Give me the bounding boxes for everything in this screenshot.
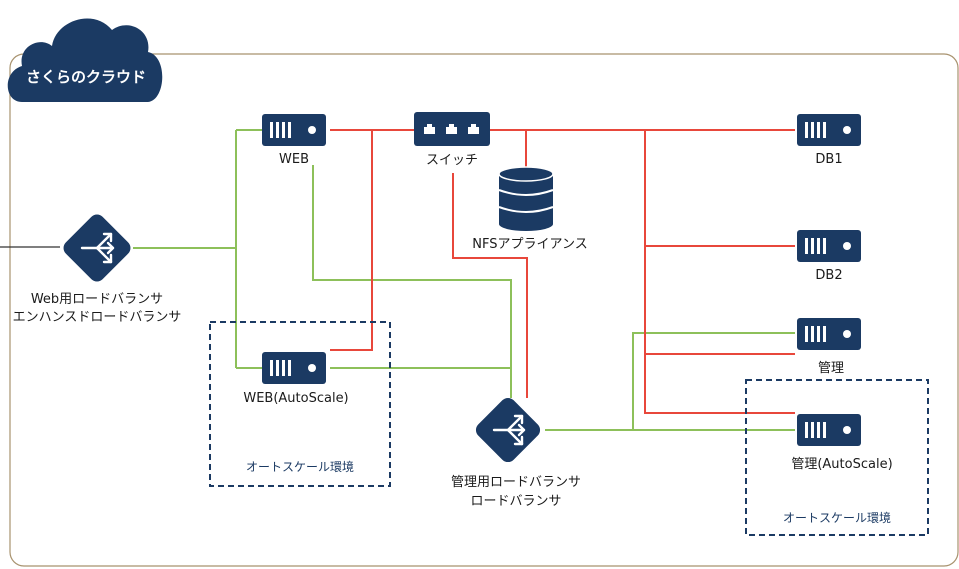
web-load-balancer-label-1: Web用ロードバランサ	[31, 292, 163, 307]
autoscale-group-right	[745, 379, 929, 536]
server-icon	[797, 414, 861, 446]
autoscale-group-right-label: オートスケール環境	[783, 510, 891, 525]
cloud-region-border	[9, 53, 959, 567]
private-network-lines	[330, 129, 795, 414]
load-balancer-icon	[63, 214, 131, 282]
server-icon	[262, 352, 326, 384]
database-icon	[498, 166, 554, 231]
server-icon	[262, 114, 326, 146]
web-load-balancer-label-2: エンハンスドロードバランサ	[13, 310, 182, 325]
db2-server[interactable]: DB2	[797, 230, 861, 283]
web-server[interactable]: WEB	[262, 114, 326, 167]
db1-server-label: DB1	[815, 152, 842, 167]
server-icon	[797, 318, 861, 350]
management-load-balancer-label-2: ロードバランサ	[470, 494, 561, 509]
management-load-balancer[interactable]: 管理用ロードバランサ ロードバランサ	[451, 395, 581, 509]
web-autoscale-server[interactable]: WEB(AutoScale)	[243, 352, 349, 406]
nfs-appliance[interactable]: NFSアプライアンス	[472, 166, 588, 252]
network-switch-label: スイッチ	[426, 153, 478, 168]
web-server-label: WEB	[279, 152, 309, 167]
management-autoscale-server[interactable]: 管理(AutoScale)	[791, 414, 893, 472]
public-network-lines	[133, 129, 795, 431]
server-icon	[797, 114, 861, 146]
autoscale-group-left-label: オートスケール環境	[246, 459, 354, 474]
management-server[interactable]: 管理	[797, 318, 861, 376]
management-autoscale-server-label: 管理(AutoScale)	[791, 457, 892, 472]
web-load-balancer[interactable]: Web用ロードバランサ エンハンスドロードバランサ	[13, 211, 182, 325]
server-icon	[797, 230, 861, 262]
management-load-balancer-label-1: 管理用ロードバランサ	[451, 475, 581, 490]
switch-icon	[414, 112, 490, 146]
autoscale-group-left	[209, 321, 391, 487]
nfs-appliance-label: NFSアプライアンス	[472, 237, 587, 252]
cloud-title: さくらのクラウド	[26, 68, 146, 86]
db1-server[interactable]: DB1	[797, 114, 861, 167]
network-switch[interactable]: スイッチ	[414, 112, 490, 168]
load-balancer-icon	[475, 397, 541, 463]
management-server-label: 管理	[818, 361, 844, 376]
db2-server-label: DB2	[815, 268, 842, 283]
web-autoscale-server-label: WEB(AutoScale)	[243, 391, 348, 406]
cloud-icon	[7, 18, 163, 103]
